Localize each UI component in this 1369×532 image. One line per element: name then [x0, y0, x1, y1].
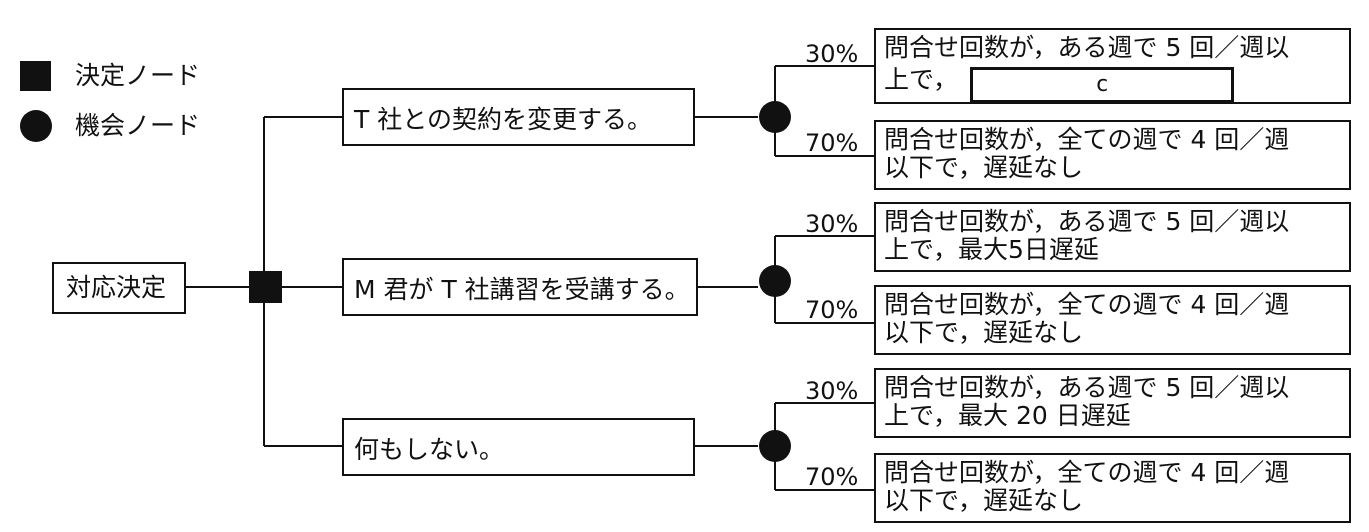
chance-node — [759, 101, 791, 133]
outcome-line2: 以下で，遅延なし — [884, 318, 1084, 347]
probability-label: 70% — [805, 129, 859, 157]
outcome-line1: 問合せ回数が，全ての週で 4 回／週 — [884, 458, 1290, 487]
outcome-line1: 問合せ回数が，ある週で 5 回／週以 — [884, 33, 1290, 62]
legend-chance-circle-icon — [20, 110, 52, 142]
alternative-label: T 社との契約を変更する。 — [354, 105, 652, 134]
probability-label: 30% — [805, 377, 859, 405]
outcome-line2: 以下で，遅延なし — [884, 486, 1084, 515]
outcome-line2: 以下で，遅延なし — [884, 153, 1084, 182]
chance-node — [759, 430, 791, 462]
outcome-box: 問合せ回数が，全ての週で 4 回／週 以下で，遅延なし — [874, 285, 1351, 355]
outcome-line1: 問合せ回数が，全ての週で 4 回／週 — [884, 290, 1290, 319]
outcome-line2: 上で，最大 20 日遅延 — [884, 401, 1131, 430]
root-decision-label: 対応決定 — [66, 273, 167, 302]
outcome-box: 問合せ回数が，ある週で 5 回／週以 上で，最大5日遅延 — [874, 202, 1351, 272]
outcome-line2: 上で，最大5日遅延 — [884, 235, 1099, 264]
alternative-label: M 君が T 社講習を受講する。 — [354, 275, 690, 304]
decision-node — [249, 271, 282, 303]
alternative-box: T 社との契約を変更する。 — [342, 88, 695, 146]
outcome-box: 問合せ回数が，全ての週で 4 回／週 以下で，遅延なし — [874, 453, 1351, 523]
alternative-box: 何もしない。 — [342, 418, 695, 476]
blank-answer-box: c — [970, 67, 1234, 103]
outcome-box: 問合せ回数が，ある週で 5 回／週以 上で， c — [874, 28, 1351, 104]
probability-label: 30% — [805, 40, 859, 68]
outcome-line1: 問合せ回数が，ある週で 5 回／週以 — [884, 373, 1290, 402]
outcome-box: 問合せ回数が，全ての週で 4 回／週 以下で，遅延なし — [874, 120, 1351, 190]
probability-label: 70% — [805, 296, 859, 324]
outcome-line1: 問合せ回数が，ある週で 5 回／週以 — [884, 207, 1290, 236]
outcome-line1: 問合せ回数が，全ての週で 4 回／週 — [884, 125, 1290, 154]
chance-node — [759, 265, 791, 297]
legend-chance-label: 機会ノード — [75, 111, 201, 140]
probability-label: 70% — [805, 463, 859, 491]
root-decision-box: 対応決定 — [52, 262, 186, 314]
alternative-label: 何もしない。 — [354, 435, 505, 464]
legend-decision-square-icon — [20, 61, 51, 91]
probability-label: 30% — [805, 210, 859, 238]
outcome-line2: 上で， — [884, 65, 959, 94]
legend-decision-label: 決定ノード — [75, 61, 201, 90]
alternative-box: M 君が T 社講習を受講する。 — [342, 258, 698, 316]
outcome-box: 問合せ回数が，ある週で 5 回／週以 上で，最大 20 日遅延 — [874, 368, 1351, 438]
